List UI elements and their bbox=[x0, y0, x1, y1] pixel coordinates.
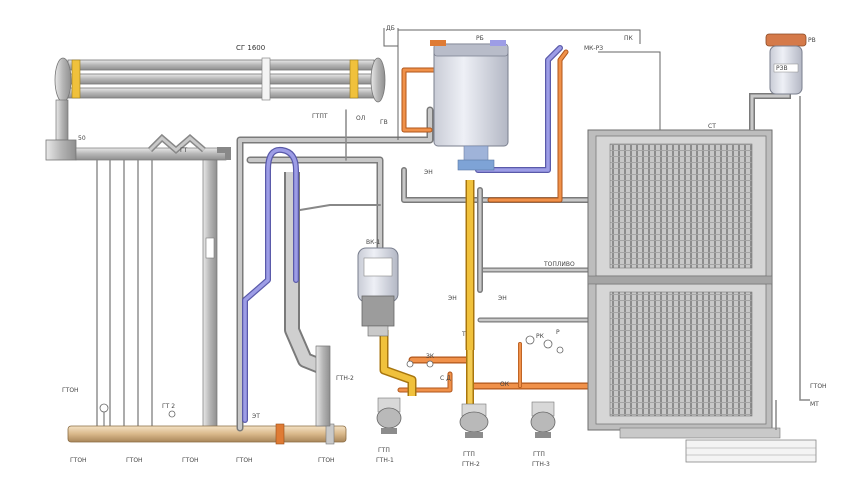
top-heat-exchanger bbox=[54, 57, 386, 103]
tank-label: РБ bbox=[476, 35, 484, 42]
valve-top-label: ГВ bbox=[380, 119, 388, 126]
bottom-label-2: ГТОН bbox=[126, 457, 143, 464]
blue-pipes bbox=[242, 45, 563, 423]
top-frame-lines bbox=[383, 28, 661, 140]
pump-label-2: ГТП bbox=[463, 451, 475, 458]
pump-tag-1: ГТН-1 bbox=[376, 457, 394, 464]
valve-a-label: ЗК bbox=[426, 353, 435, 360]
top-pipe-label: СГ 1600 bbox=[236, 44, 265, 52]
left-riser bbox=[45, 99, 227, 161]
bottom-label-1: ГТОН bbox=[70, 457, 87, 464]
tag-cd: С Д bbox=[440, 375, 451, 382]
right-bottom-b-label: МТ bbox=[810, 401, 819, 408]
pump-3 bbox=[530, 401, 556, 438]
pump-flow-b: ЭН bbox=[498, 295, 507, 302]
pump-label-3: ГТП bbox=[533, 451, 545, 458]
t-label: ГТ bbox=[180, 147, 188, 154]
top-right-pipe-label: МК-РЗ bbox=[584, 45, 603, 52]
cooler-header-label: СТ bbox=[708, 123, 716, 130]
left-vertical-label: ГТН-2 bbox=[336, 375, 354, 382]
cooler-unit bbox=[587, 129, 781, 439]
right-mid-pipe-label: ТОПЛИВО bbox=[543, 261, 575, 268]
pump-2 bbox=[459, 403, 489, 438]
vessel-side-label: ВК-1 bbox=[366, 239, 381, 246]
orange-pipes bbox=[397, 49, 594, 393]
pump-1 bbox=[376, 397, 402, 434]
pump-tag-3: ГТН-3 bbox=[532, 461, 550, 468]
pump-flow-a: ЭН bbox=[448, 295, 457, 302]
pump-label-1: ГТП bbox=[378, 447, 390, 454]
top-tank-tag-2: РЗВ bbox=[776, 65, 788, 72]
mid-pipe-label: ГТПТ bbox=[312, 113, 328, 120]
left-drain-lines bbox=[96, 160, 153, 428]
valve-b-label: ОК bbox=[500, 381, 510, 388]
left-vertical-column bbox=[202, 147, 231, 429]
right-bottom-label: ГТОН bbox=[810, 383, 827, 390]
bottom-label-4: ГТОН bbox=[236, 457, 253, 464]
bottom-label-5: ГТОН bbox=[318, 457, 335, 464]
gray-elbow-pipe bbox=[284, 172, 331, 427]
valve-top-right-label: ПК bbox=[624, 35, 634, 42]
pump-labels: ГТП ГТП ГТП ГТН-1 ГТН-2 ГТН-3 bbox=[376, 447, 550, 468]
tag-t: Т bbox=[461, 331, 466, 338]
expansion-tank bbox=[765, 33, 807, 95]
top-tank-tag: ДБ bbox=[386, 25, 395, 32]
bottom-labels: ГТОН ГТОН ГТОН ГТОН ГТОН bbox=[70, 457, 335, 464]
bottom-label-3: ГТОН bbox=[182, 457, 199, 464]
manifold-left-label: ГТОН bbox=[62, 387, 79, 394]
pump-tag-2: ГТН-2 bbox=[462, 461, 480, 468]
bottom-manifold bbox=[67, 403, 347, 445]
manifold-right-label: ЭТ bbox=[252, 413, 260, 420]
mid-pipe-b-label: ОЛ bbox=[356, 115, 365, 122]
valve-c-label: РК bbox=[536, 333, 545, 340]
manifold-mid-label: ГТ 2 bbox=[162, 403, 175, 410]
yellow-riser bbox=[379, 180, 475, 410]
riser-left-label: 50 bbox=[78, 135, 86, 142]
tag-r: Р bbox=[556, 329, 560, 336]
bottom-right-box bbox=[685, 439, 817, 463]
pump-mid-label: ЭН bbox=[424, 169, 433, 176]
top-center-tank bbox=[430, 40, 509, 171]
small-valves bbox=[406, 335, 564, 368]
top-right-tag: РВ bbox=[808, 37, 816, 44]
filter-vessel bbox=[357, 247, 399, 337]
